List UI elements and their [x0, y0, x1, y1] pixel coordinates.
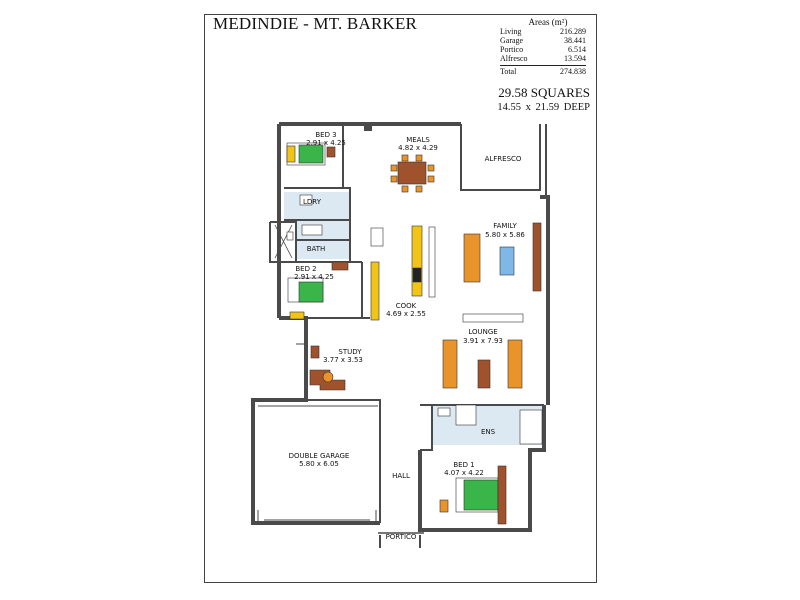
family-label: FAMILY — [493, 222, 517, 230]
garage-door — [257, 405, 378, 523]
areas-heading: Areas (m²) — [528, 17, 568, 27]
bed1-robe — [497, 465, 507, 525]
meals-label: MEALS — [406, 136, 430, 144]
bath-bay — [269, 221, 297, 263]
bed3-pillow — [286, 145, 296, 163]
area-name: Garage — [500, 36, 524, 45]
cook-label: COOK — [396, 302, 417, 310]
area-name: Portico — [500, 45, 524, 54]
bed3-quilt — [298, 144, 324, 164]
lounge-dims: 3.91 x 7.93 — [463, 337, 503, 345]
lounge-sofa-left — [442, 339, 458, 389]
area-name: Living — [500, 27, 522, 36]
study-window — [296, 343, 307, 384]
family-tv-unit — [532, 222, 542, 292]
bed2-label: BED 2 — [295, 265, 316, 273]
area-name: Alfresco — [500, 54, 528, 63]
bed1-dims: 4.07 x 4.22 — [444, 469, 484, 477]
meals-chair — [415, 185, 423, 193]
kitchen-sink — [412, 267, 422, 283]
cook-dims: 4.69 x 2.55 — [386, 310, 426, 318]
bed2-robe — [331, 261, 349, 271]
bath-bay-cross — [274, 224, 293, 259]
inner-walls-wet — [284, 187, 351, 262]
study-chair — [322, 371, 334, 383]
wall-north — [279, 122, 461, 131]
bath-tub — [301, 224, 323, 236]
laundry-label: LDRY — [303, 198, 322, 206]
hall-label: HALL — [392, 472, 410, 480]
areas-row: Portico 6.514 — [500, 45, 586, 54]
area-value: 216.289 — [560, 27, 586, 36]
meals-chair — [401, 154, 409, 162]
bed3-label: BED 3 — [315, 131, 336, 139]
garage-label: DOUBLE GARAGE — [289, 452, 350, 460]
areas-table: Areas (m²) Living 216.289 Garage 38.441 Po… — [500, 18, 586, 76]
bed1-table — [439, 499, 449, 513]
bed2-dims: 2.91 x 4.25 — [294, 273, 334, 281]
areas-row: Living 216.289 — [500, 27, 586, 36]
kitchen-bench — [370, 261, 380, 321]
wall-east — [540, 195, 550, 405]
bed1-label: BED 1 — [453, 461, 474, 469]
bed2-quilt — [298, 281, 324, 303]
meals-table — [397, 161, 427, 185]
alfresco-line — [460, 124, 541, 191]
laundry-tub — [299, 194, 313, 206]
family-coffee-table — [499, 246, 515, 276]
meals-dims: 4.82 x 4.29 — [398, 144, 438, 152]
ensuite-toilet — [437, 407, 451, 417]
study-dims: 3.77 x 3.53 — [323, 356, 363, 364]
lounge-bench — [462, 313, 524, 323]
fridge — [370, 227, 384, 247]
lounge-sofa-right — [507, 339, 523, 389]
areas-row: Alfresco 13.594 — [500, 54, 586, 63]
areas-row: Garage 38.441 — [500, 36, 586, 45]
area-value: 38.441 — [564, 36, 586, 45]
meals-chair — [427, 164, 435, 172]
meals-chair — [415, 154, 423, 162]
wall-bed1 — [418, 405, 546, 532]
bed1-quilt — [463, 479, 499, 511]
kitchen-island — [411, 225, 423, 297]
area-total-value: 274.838 — [560, 67, 586, 76]
lounge-coffee-table — [477, 359, 491, 389]
kitchen-pantry — [428, 226, 436, 298]
ensuite-label: ENS — [481, 428, 496, 436]
lounge-label: LOUNGE — [468, 328, 497, 336]
garage-dims: 5.80 x 6.05 — [299, 460, 339, 468]
inner-walls-ens — [420, 404, 544, 451]
meals-chair — [427, 175, 435, 183]
family-dims: 5.80 x 5.86 — [485, 231, 525, 239]
area-total-label: Total — [500, 67, 517, 76]
bath-toilet — [286, 231, 294, 241]
meals-chair — [401, 185, 409, 193]
lot-dimensions-label: 14.55 x 21.59 DEEP — [497, 102, 590, 113]
portico-label: PORTICO — [386, 533, 417, 541]
study-shelf — [310, 345, 320, 359]
plan-title: MEDINDIE - MT. BARKER — [213, 14, 418, 33]
squares-label: 29.58 SQUARES — [498, 85, 590, 100]
family-sofa — [463, 233, 481, 283]
meals-chair — [390, 175, 398, 183]
portico-posts — [379, 535, 421, 548]
ensuite-shower — [455, 404, 477, 426]
ensuite-bath — [519, 409, 543, 445]
bed3-dims: 2.91 x 4.25 — [306, 139, 346, 147]
area-value: 13.594 — [564, 54, 586, 63]
study-label: STUDY — [338, 348, 362, 356]
area-value: 6.514 — [568, 45, 586, 54]
laundry-floor — [284, 192, 351, 220]
bed3-table — [326, 146, 336, 158]
bath-label: BATH — [307, 245, 326, 253]
areas-total-row: Total 274.838 — [500, 65, 586, 76]
inner-walls-study — [306, 317, 381, 523]
alfresco-label: ALFRESCO — [485, 155, 522, 163]
meals-chair — [390, 164, 398, 172]
bed2-pillow — [289, 311, 305, 320]
